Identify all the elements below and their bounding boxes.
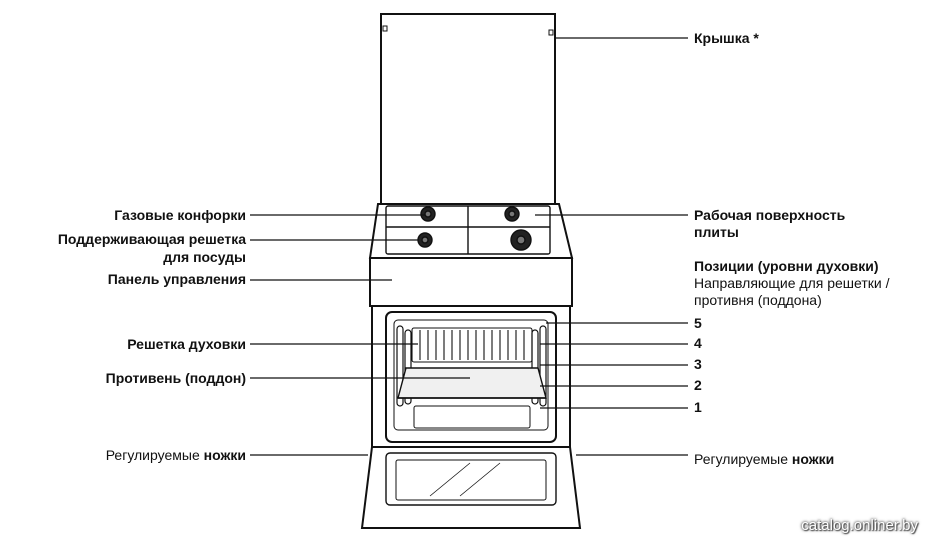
oven-cavity [385, 311, 557, 443]
label-worktop-1: Рабочая поверхность [694, 207, 846, 223]
burner-front-right [510, 229, 532, 251]
label-oven-rack: Решетка духовки [127, 336, 246, 352]
lid [380, 13, 556, 205]
control-panel [369, 257, 573, 307]
burner-rear-left [420, 206, 436, 222]
label-control-panel: Панель управления [107, 271, 246, 287]
watermark: catalog.onliner.by [801, 517, 918, 534]
label-support-grid-2: для посуды [163, 249, 246, 265]
burner-front-left [417, 232, 433, 248]
label-guides-2: противня (поддона) [694, 292, 822, 308]
label-support-grid-1: Поддерживающая решетка [57, 231, 246, 247]
level-4-number: 4 [694, 335, 702, 351]
label-feet-right-prefix: Регулируемые [694, 451, 792, 467]
rack-guides-right [531, 325, 547, 407]
label-feet-left-bold: ножки [203, 447, 246, 463]
label-lid: Крышка * [694, 30, 759, 46]
label-tray: Противень (поддон) [105, 370, 246, 386]
label-feet-right: Регулируемые ножки [694, 451, 834, 468]
level-2-number: 2 [694, 377, 702, 393]
oven-door [360, 446, 582, 529]
label-worktop-2: плиты [694, 224, 739, 240]
label-feet-left-prefix: Регулируемые [105, 447, 204, 463]
level-5-number: 5 [694, 315, 702, 331]
oven-rack [411, 327, 533, 363]
burner-rear-right [504, 206, 520, 222]
level-3-number: 3 [694, 356, 702, 372]
label-feet-right-bold: ножки [791, 451, 835, 467]
hob [368, 203, 574, 259]
level-1-number: 1 [694, 399, 702, 415]
label-guides-1: Направляющие для решетки / [694, 275, 890, 291]
rack-guides-left [396, 325, 412, 407]
label-feet-left: Регулируемые ножки [106, 447, 246, 464]
label-positions-title: Позиции (уровни духовки) [694, 258, 879, 274]
door-window [385, 452, 557, 506]
label-burners: Газовые конфорки [114, 207, 246, 223]
baking-tray [397, 367, 547, 399]
